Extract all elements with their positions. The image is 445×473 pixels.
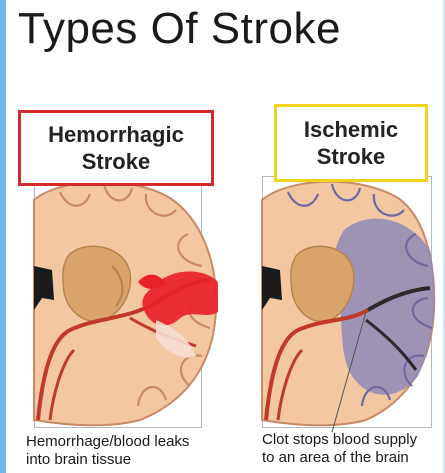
- accent-bar: [0, 0, 6, 473]
- ischemic-caption-line2: to an area of the brain: [262, 449, 417, 467]
- hemorrhagic-label: Hemorrhagic Stroke: [18, 110, 214, 186]
- ischemic-label-line1: Ischemic: [304, 116, 398, 144]
- hemorrhagic-label-line1: Hemorrhagic: [48, 121, 184, 149]
- page-title: Types Of Stroke: [18, 4, 341, 54]
- ischemic-caption: Clot stops blood supply to an area of th…: [262, 431, 417, 467]
- hemorrhagic-brain-illustration: [20, 170, 225, 432]
- ischemic-label-line2: Stroke: [317, 143, 385, 171]
- hemorrhagic-caption: Hemorrhage/blood leaks into brain tissue: [26, 433, 189, 469]
- ischemic-brain-illustration: [248, 170, 440, 432]
- ischemic-caption-line1: Clot stops blood supply: [262, 431, 417, 449]
- hemorrhagic-label-line2: Stroke: [82, 148, 150, 176]
- hemorrhagic-caption-line1: Hemorrhage/blood leaks: [26, 433, 189, 451]
- ischemic-label: Ischemic Stroke: [274, 104, 428, 182]
- hemorrhagic-caption-line2: into brain tissue: [26, 451, 189, 469]
